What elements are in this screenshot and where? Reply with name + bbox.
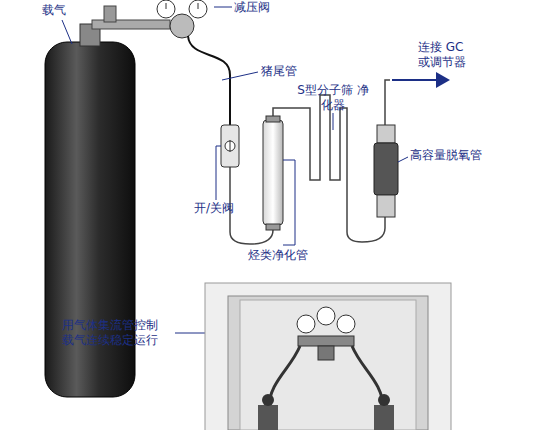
- callout-label: 用气体集流管控制 载气连续稳定运行: [62, 318, 166, 348]
- callout-label: 载气: [42, 3, 102, 18]
- manifold-photo: [205, 283, 451, 430]
- pigtail-tube: [188, 36, 230, 125]
- hydrocarbon-trap: [263, 116, 283, 230]
- tubing: [385, 80, 390, 125]
- callout-label: 连接 GC 或调节器: [418, 40, 476, 70]
- oxygen-trap: [374, 125, 398, 217]
- pressure-regulator: [157, 0, 207, 38]
- callout-label: 猪尾管: [261, 64, 321, 79]
- callout-label: S型分子筛 净化器: [297, 83, 369, 113]
- tubing: [273, 95, 385, 242]
- callout-label: 高容量脱氧管: [410, 148, 500, 163]
- callout-label: 开/关阀: [194, 201, 254, 216]
- on-off-valve: [221, 125, 239, 167]
- callout-label: 减压阀: [234, 0, 294, 15]
- callout-label: 烃类净化管: [248, 248, 328, 263]
- gas-cylinder: [45, 6, 170, 397]
